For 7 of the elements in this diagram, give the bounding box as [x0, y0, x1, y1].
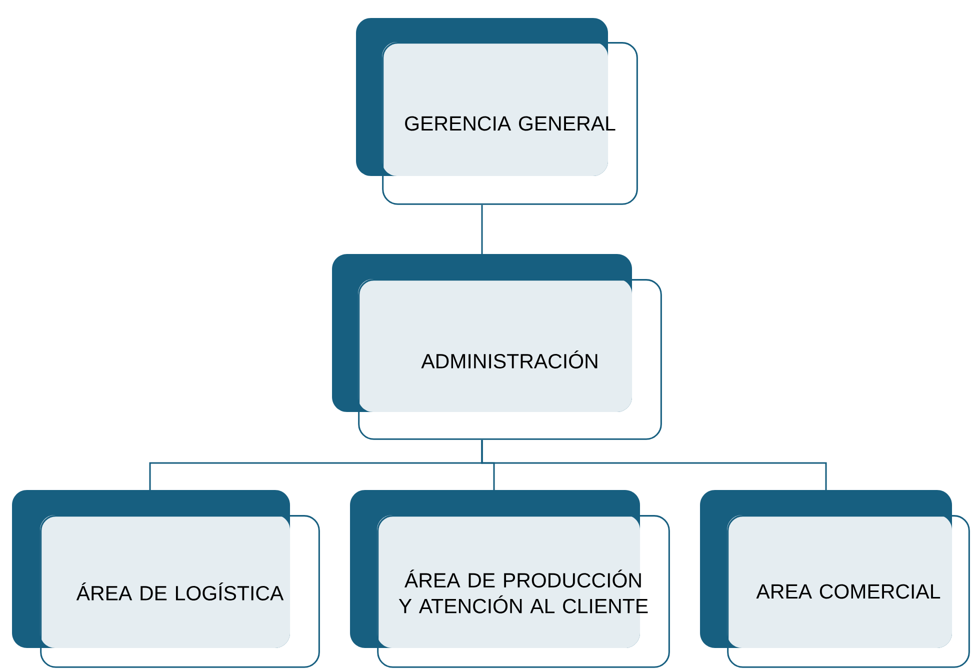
org-box: ADMINISTRACIÓN	[332, 254, 662, 440]
connector-line	[481, 440, 827, 490]
org-box: GERENCIA GENERAL	[356, 18, 638, 205]
connector-line	[481, 205, 483, 254]
org-box: AREA COMERCIAL	[700, 490, 970, 668]
org-box: ÁREA DE PRODUCCIÓN Y ATENCIÓN AL CLIENTE	[350, 490, 670, 668]
org-box: ÁREA DE LOGÍSTICA	[12, 490, 320, 668]
